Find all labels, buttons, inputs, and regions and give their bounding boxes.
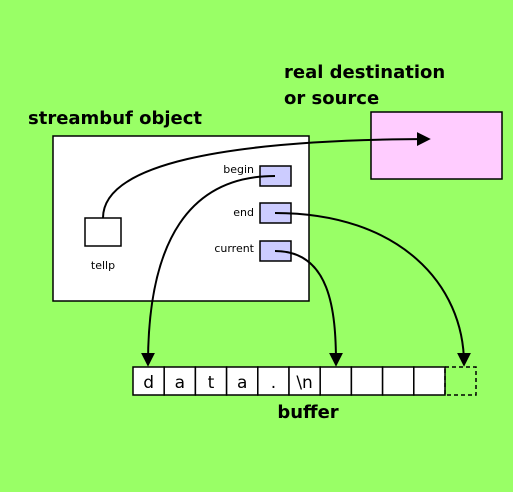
buffer-cell [257,366,290,396]
buffer-end-cell [444,366,477,396]
destination-box [370,111,503,180]
buffer-label: buffer [277,402,338,423]
buffer-cell [319,366,353,396]
buffer-cell-char: a [237,373,247,393]
begin-label: begin [223,163,254,176]
buffer-cell [132,366,165,396]
buffer-cell [413,366,446,396]
buffer-cell-char: t [208,373,215,393]
tellp-box [84,217,122,247]
buffer-cell [194,366,228,396]
destination-title-line2: or source [284,88,379,109]
streambuf-object-title: streambuf object [28,108,202,129]
tellp-to-destination-arrow [102,132,431,219]
buffer-cell [288,366,321,396]
buffer-cell [350,366,384,396]
buffer-cell-char: \n [296,373,313,393]
current-label: current [214,242,254,255]
end-to-buffer-arrow [274,212,471,367]
buffer-cell-char: d [143,373,154,393]
buffer-cell-char: . [271,373,276,393]
begin-to-buffer-arrow [141,175,276,367]
tellp-label: tellp [91,259,115,272]
end-label: end [233,206,254,219]
buffer-cell-char: a [175,373,185,393]
buffer-cell [225,366,259,396]
buffer-cells: d a t a. \n [132,366,446,396]
current-to-buffer-arrow [274,250,343,367]
destination-title-line1: real destination [284,62,445,83]
buffer-cell [381,366,415,396]
